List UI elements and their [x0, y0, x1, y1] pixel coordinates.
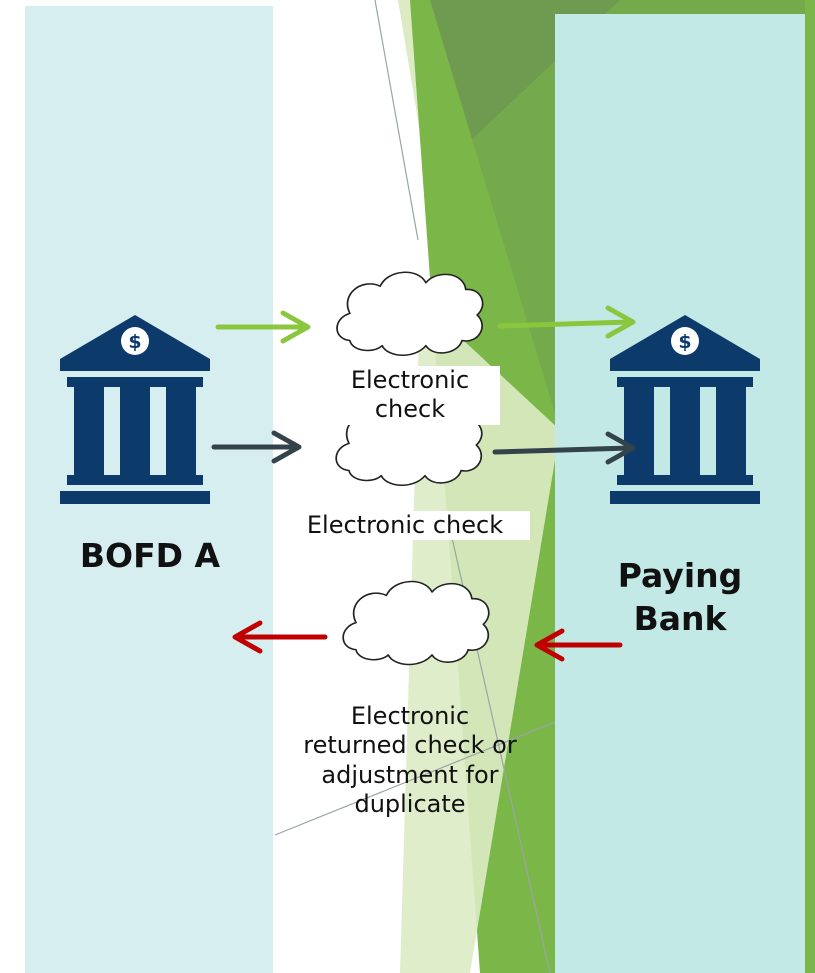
dark-arrow-right-segment: [492, 431, 636, 465]
network-cloud-icon: [342, 580, 490, 666]
green-arrow-left-segment: [215, 310, 311, 344]
paying-bank-label: Paying Bank: [617, 556, 743, 638]
red-arrow-left-segment: [232, 620, 328, 654]
left-bank-panel: [25, 6, 273, 973]
flow-label-electronic-check-1: Electronic check: [320, 366, 500, 425]
green-arrow-right-segment: [497, 305, 636, 339]
dark-arrow-left-segment: [211, 430, 302, 464]
flow-label-returned-check: Electronic returned check or adjustment …: [303, 702, 517, 818]
flow-label-electronic-check-2: Electronic check: [280, 511, 530, 541]
network-cloud-icon: [336, 271, 484, 357]
bofd-label: BOFD A: [79, 536, 221, 575]
red-arrow-right-segment: [534, 628, 623, 662]
